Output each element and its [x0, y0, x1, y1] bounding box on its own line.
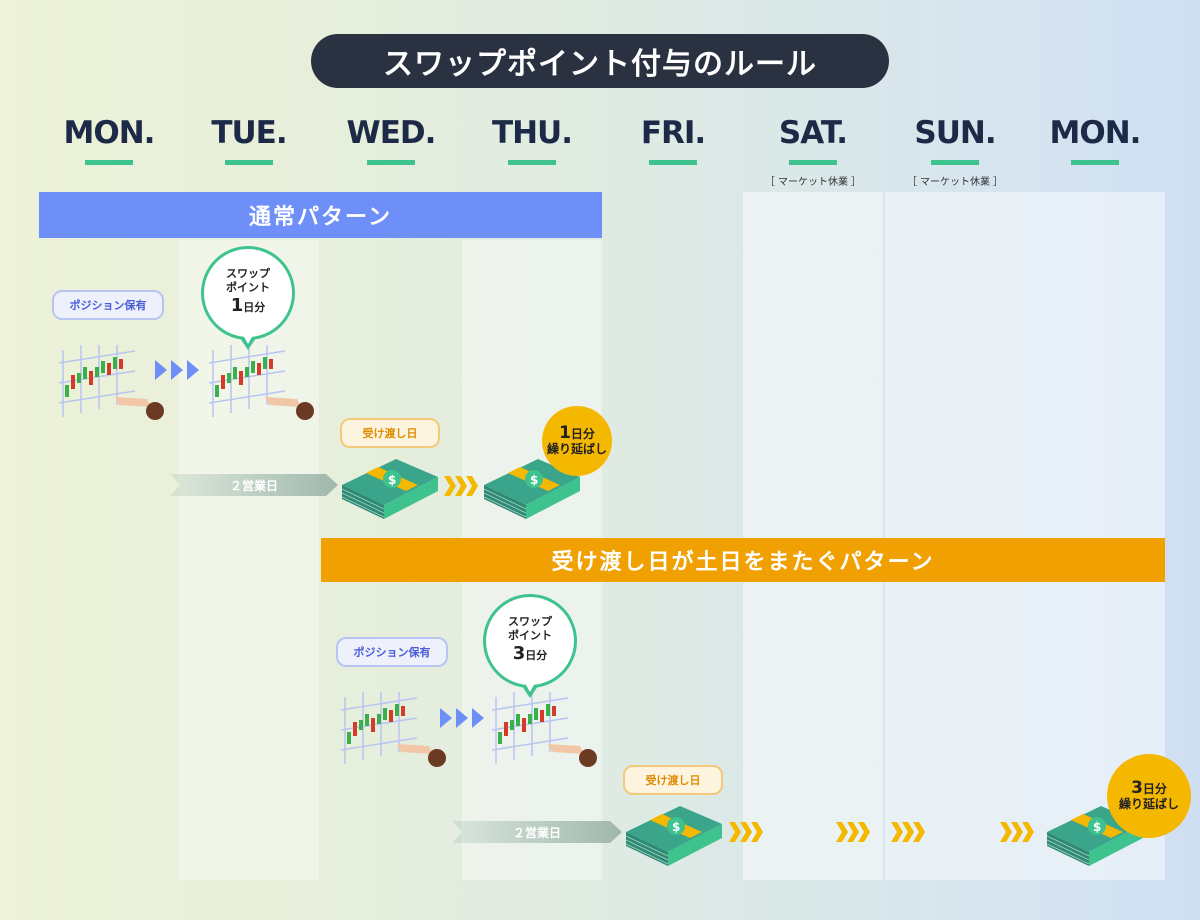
day-sat: SAT. ［ マーケット休業 ］ — [743, 112, 883, 188]
swap-line1: スワップ — [226, 267, 270, 280]
deferral-num: 1 — [559, 422, 571, 443]
day-label: MON. — [1049, 115, 1142, 151]
chevron-right-icon — [1000, 822, 1034, 842]
swap-line1: スワップ — [508, 615, 552, 628]
business-days-arrow: ２営業日 — [452, 821, 622, 843]
day-underline — [367, 160, 415, 165]
deferral-num: 3 — [1131, 777, 1143, 798]
day-label: WED. — [346, 115, 437, 151]
triple-arrow-icon — [440, 708, 484, 728]
deferral-unit: 日分 — [570, 426, 595, 441]
svg-text:$: $ — [530, 473, 538, 487]
deferral-amount: 1日分 — [559, 422, 595, 443]
day-thu: THU. — [462, 112, 602, 165]
triple-arrow-icon — [155, 360, 199, 380]
delivery-day-tag: 受け渡し日 — [340, 418, 440, 448]
day-underline — [508, 160, 556, 165]
bubble-tail — [240, 335, 256, 350]
money-stack-icon: $ — [341, 459, 438, 519]
chevron-right-icon — [891, 822, 925, 842]
normal-pattern-band: 通常パターン — [39, 192, 602, 238]
chart-hand-icon — [208, 345, 314, 420]
day-label: MON. — [63, 115, 156, 151]
swap-point-bubble: スワップ ポイント 1日分 — [201, 246, 295, 340]
position-held-tag: ポジション保有 — [52, 290, 164, 320]
money-stack-icon: $ — [625, 806, 722, 866]
day-label: THU. — [491, 115, 573, 151]
chart-hand-icon — [58, 345, 164, 420]
day-label: SAT. — [778, 115, 848, 151]
swap-point-bubble: スワップ ポイント 3日分 — [483, 594, 577, 688]
deferral-badge: 3日分 繰り延ばし — [1107, 754, 1191, 838]
chevron-right-icon — [729, 822, 763, 842]
swap-line2: ポイント — [508, 629, 552, 642]
day-underline — [1071, 160, 1119, 165]
weekend-pattern-band: 受け渡し日が土日をまたぐパターン — [321, 538, 1165, 582]
column-bg-sat — [743, 192, 883, 880]
business-days-arrow: ２営業日 — [170, 474, 338, 496]
day-underline — [649, 160, 697, 165]
swap-line2: ポイント — [226, 281, 270, 294]
day-label: SUN. — [914, 115, 996, 151]
day-label: FRI. — [640, 115, 706, 151]
day-sun: SUN. ［ マーケット休業 ］ — [885, 112, 1025, 188]
chart-hand-icon — [491, 692, 597, 767]
day-mon2: MON. — [1025, 112, 1165, 165]
swap-amount: 3日分 — [513, 643, 548, 667]
day-label: TUE. — [211, 115, 287, 151]
position-held-tag: ポジション保有 — [336, 637, 448, 667]
svg-text:$: $ — [672, 820, 680, 834]
day-underline — [789, 160, 837, 165]
swap-num: 1 — [230, 295, 244, 316]
swap-unit: 日分 — [525, 649, 548, 662]
svg-text:$: $ — [388, 473, 396, 487]
chart-hand-icon — [340, 692, 446, 767]
market-closed-note: ［ マーケット休業 ］ — [764, 177, 862, 188]
swap-num: 3 — [512, 643, 526, 664]
day-tue: TUE. — [179, 112, 319, 165]
day-underline — [225, 160, 273, 165]
swap-unit: 日分 — [243, 301, 266, 314]
day-fri: FRI. — [603, 112, 743, 165]
deferral-label: 繰り延ばし — [1118, 796, 1179, 811]
deferral-label: 繰り延ばし — [546, 441, 607, 456]
bubble-tail — [522, 683, 538, 698]
svg-text:$: $ — [1093, 820, 1101, 834]
chevron-right-icon — [836, 822, 870, 842]
deferral-unit: 日分 — [1142, 781, 1167, 796]
money-stack-icon: $ — [483, 459, 580, 519]
delivery-day-tag: 受け渡し日 — [623, 765, 723, 795]
market-closed-note: ［ マーケット休業 ］ — [906, 177, 1004, 188]
day-underline — [85, 160, 133, 165]
swap-amount: 1日分 — [231, 295, 266, 319]
column-bg-sun — [885, 192, 1025, 880]
day-underline — [931, 160, 979, 165]
day-mon: MON. — [39, 112, 179, 165]
chevron-right-icon — [444, 476, 478, 496]
day-wed: WED. — [321, 112, 461, 165]
deferral-amount: 3日分 — [1131, 777, 1167, 798]
deferral-badge: 1日分 繰り延ばし — [542, 406, 612, 476]
page-title: スワップポイント付与のルール — [311, 34, 889, 88]
